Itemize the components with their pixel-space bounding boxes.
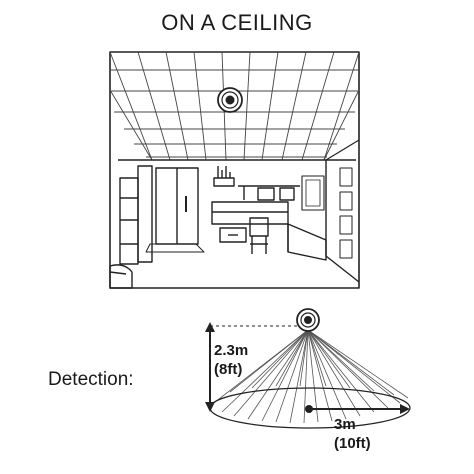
radius-label: 3m (10ft)	[334, 415, 371, 453]
page-title: ON A CEILING	[161, 10, 313, 35]
height-label: 2.3m (8ft)	[214, 341, 248, 379]
detection-label: Detection:	[48, 369, 134, 390]
room-illustration	[109, 51, 360, 289]
radius-meters: 3m	[334, 416, 356, 433]
sensor-icon	[296, 308, 320, 332]
ceiling-sensor-icon	[217, 87, 243, 113]
height-feet: (8ft)	[214, 361, 243, 378]
radius-feet: (10ft)	[334, 435, 371, 452]
height-meters: 2.3m	[214, 342, 249, 359]
detection-diagram	[205, 322, 411, 429]
